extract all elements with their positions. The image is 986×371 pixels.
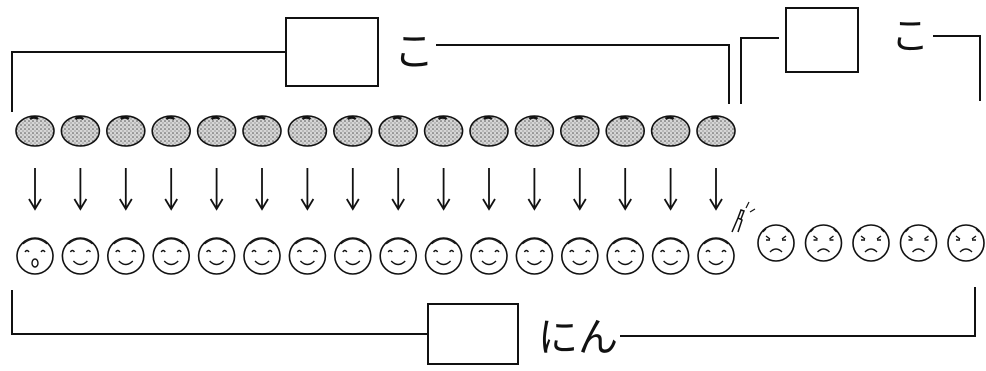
- unit-label-bottom: にん: [538, 318, 618, 358]
- mikan-icon: [470, 116, 508, 146]
- happy-child-icon: [653, 238, 689, 274]
- mikan-icon: [561, 116, 599, 146]
- answer-box-top-left[interactable]: [286, 18, 378, 86]
- happy-child-icon: [607, 238, 643, 274]
- mikan-icon: [16, 116, 54, 146]
- happy-child-icon: [244, 238, 280, 274]
- mikan-icon: [379, 116, 417, 146]
- mikan-icon: [61, 116, 99, 146]
- sad-child-icon: [853, 225, 889, 261]
- down-arrow-icon: [347, 168, 359, 209]
- sad-child-icon: [758, 225, 794, 261]
- mikan-icon: [288, 116, 326, 146]
- down-arrow-icon: [438, 168, 450, 209]
- happy-child-icon: [698, 238, 734, 274]
- happy-child-icon: [335, 238, 371, 274]
- down-arrow-icon: [665, 168, 677, 209]
- down-arrow-icon: [710, 168, 722, 209]
- happy-child-icon: [516, 238, 552, 274]
- sad-child-icon: [901, 225, 937, 261]
- down-arrow-icon: [483, 168, 495, 209]
- pointing-hand-icon: [732, 202, 755, 232]
- down-arrow-icon: [211, 168, 223, 209]
- sad-child-icon: [806, 225, 842, 261]
- happy-child-icon: [62, 238, 98, 274]
- happy-child-icon: [471, 238, 507, 274]
- happy-child-icon: [562, 238, 598, 274]
- down-arrow-icon: [256, 168, 268, 209]
- down-arrow-icon: [574, 168, 586, 209]
- unit-label-top-right: こ: [891, 17, 929, 55]
- mikan-icon: [652, 116, 690, 146]
- happy-child-icon: [380, 238, 416, 274]
- happy-child-icon: [199, 238, 235, 274]
- child-row: [17, 202, 984, 274]
- mikan-icon: [152, 116, 190, 146]
- unit-label-top-left: こ: [394, 32, 434, 72]
- down-arrow-icon: [392, 168, 404, 209]
- bracket-top-right: [741, 36, 980, 104]
- happy-child-icon: [17, 238, 53, 274]
- mikan-row: [16, 116, 735, 146]
- mikan-icon: [697, 116, 735, 146]
- mikan-icon: [107, 116, 145, 146]
- mikan-icon: [606, 116, 644, 146]
- sad-child-icon: [948, 225, 984, 261]
- mikan-icon: [198, 116, 236, 146]
- happy-child-icon: [153, 238, 189, 274]
- happy-child-icon: [108, 238, 144, 274]
- answer-box-top-right[interactable]: [786, 8, 858, 72]
- down-arrow-icon: [301, 168, 313, 209]
- mikan-icon: [515, 116, 553, 146]
- down-arrow-icon: [74, 168, 86, 209]
- answer-box-bottom[interactable]: [428, 304, 518, 364]
- arrow-row: [29, 168, 722, 209]
- mikan-icon: [425, 116, 463, 146]
- mikan-icon: [334, 116, 372, 146]
- down-arrow-icon: [120, 168, 132, 209]
- happy-child-icon: [426, 238, 462, 274]
- happy-child-icon: [289, 238, 325, 274]
- down-arrow-icon: [29, 168, 41, 209]
- down-arrow-icon: [528, 168, 540, 209]
- down-arrow-icon: [619, 168, 631, 209]
- mikan-icon: [243, 116, 281, 146]
- down-arrow-icon: [165, 168, 177, 209]
